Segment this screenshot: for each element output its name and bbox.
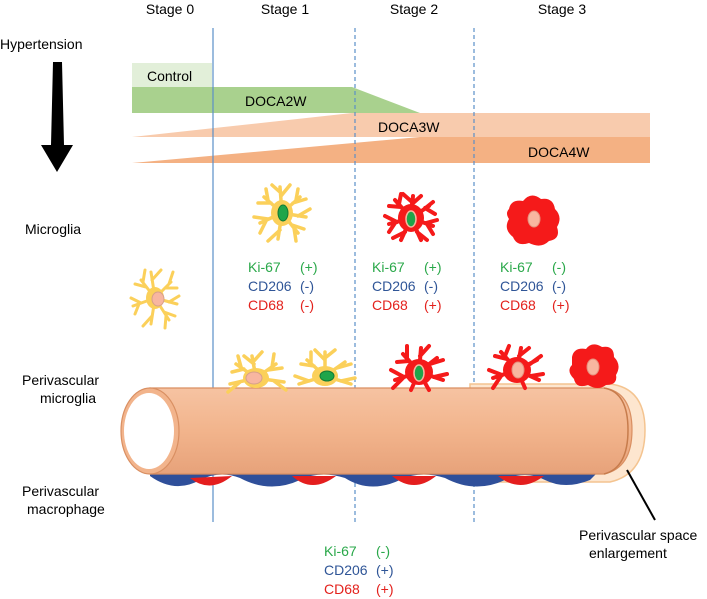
stage-2-label: Stage 2 <box>390 1 438 17</box>
stage2-ki67-value: (+) <box>424 259 442 275</box>
stage2-ki67-name: Ki-67 <box>372 259 405 275</box>
annotation-line-1: Perivascular space <box>579 527 697 543</box>
stage1-ki67-name: Ki-67 <box>248 259 281 275</box>
doca4w-bar <box>132 137 650 163</box>
doca2w-bar <box>132 87 420 113</box>
stage3-cd206-value: (-) <box>552 278 566 294</box>
macrophage-cd68-name: CD68 <box>324 581 360 597</box>
stage3-ki67-value: (-) <box>552 259 566 275</box>
blood-vessel <box>120 387 633 475</box>
stage1-cd206-name: CD206 <box>248 278 292 294</box>
resting-microglia-icon <box>129 268 181 330</box>
stage1-cd206-value: (-) <box>300 278 314 294</box>
doca3w-label: DOCA3W <box>378 119 440 135</box>
macrophage-ki67-name: Ki-67 <box>324 543 357 559</box>
stage3-marker-list: Ki-67 (-) CD206 (-) CD68 (+) <box>500 259 570 313</box>
timeline-bars <box>132 63 650 163</box>
stage1-cd68-value: (-) <box>300 297 314 313</box>
stage3-ki67-name: Ki-67 <box>500 259 533 275</box>
stage2-cd206-name: CD206 <box>372 278 416 294</box>
perivascular-microglia-label-1: Perivascular <box>22 372 99 388</box>
stage1-marker-list: Ki-67 (+) CD206 (-) CD68 (-) <box>248 259 318 313</box>
stage3-cd68-value: (+) <box>552 297 570 313</box>
hypertension-arrow <box>41 62 73 172</box>
stage1-microglia-icon <box>252 183 312 243</box>
stage3-cd206-name: CD206 <box>500 278 544 294</box>
stage3-cd68-name: CD68 <box>500 297 536 313</box>
macrophage-cd206-value: (+) <box>376 562 394 578</box>
perivascular-microglia-3-icon <box>389 344 449 392</box>
control-label: Control <box>147 68 192 84</box>
macrophage-cd206-name: CD206 <box>324 562 368 578</box>
stage-3-label: Stage 3 <box>538 1 586 17</box>
stage3-amoeboid-microglia-icon <box>506 195 560 246</box>
stage2-microglia-icon <box>383 192 439 242</box>
stage1-ki67-value: (+) <box>300 259 318 275</box>
perivascular-microglia-4-icon <box>487 344 545 390</box>
doca3w-bar <box>132 113 650 137</box>
stage-1-label: Stage 1 <box>261 1 309 17</box>
stage1-cd68-name: CD68 <box>248 297 284 313</box>
hypertension-label: Hypertension <box>0 36 83 52</box>
microglia-label: Microglia <box>25 221 81 237</box>
stage2-cd68-name: CD68 <box>372 297 408 313</box>
stage2-cd68-value: (+) <box>424 297 442 313</box>
perivascular-macrophage-label-2: macrophage <box>27 501 105 517</box>
perivascular-microglia-2-icon <box>293 348 357 386</box>
perivascular-microglia-label-2: microglia <box>40 390 96 406</box>
annotation-line-2: enlargement <box>589 545 667 561</box>
stage2-marker-list: Ki-67 (+) CD206 (-) CD68 (+) <box>372 259 442 313</box>
macrophage-cd68-value: (+) <box>376 581 394 597</box>
control-bar <box>132 63 212 87</box>
annotation-pointer <box>626 469 656 521</box>
perivascular-amoeboid-microglia-icon <box>569 344 619 388</box>
vessel-lumen <box>124 393 174 469</box>
stage2-cd206-value: (-) <box>424 278 438 294</box>
doca2w-label: DOCA2W <box>245 93 307 109</box>
macrophage-marker-list: Ki-67 (-) CD206 (+) CD68 (+) <box>324 543 394 597</box>
doca4w-label: DOCA4W <box>528 144 590 160</box>
stage-0-label: Stage 0 <box>146 1 194 17</box>
perivascular-macrophage-label-1: Perivascular <box>22 483 99 499</box>
macrophage-ki67-value: (-) <box>376 543 390 559</box>
perivascular-microglia-1-icon <box>226 350 288 394</box>
